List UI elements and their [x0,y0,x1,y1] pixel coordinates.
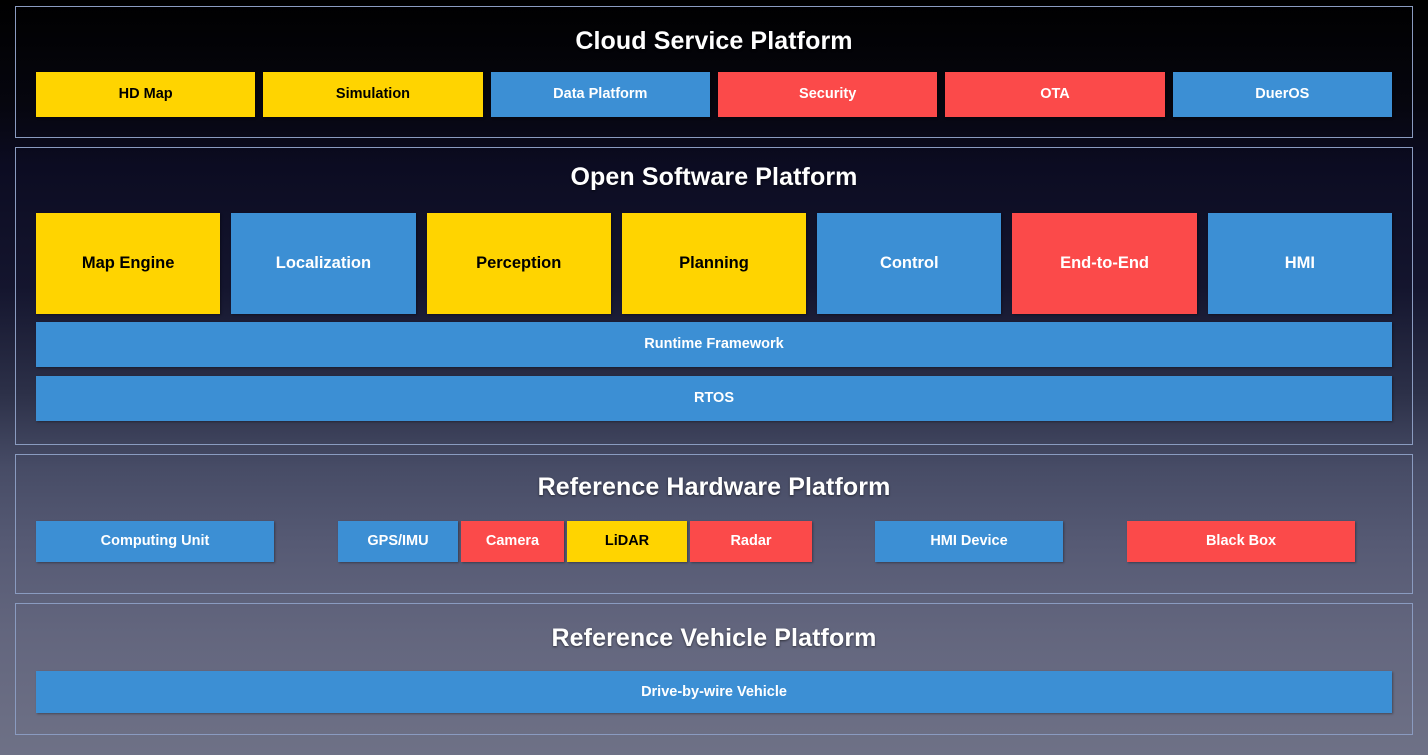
module-runtime-framework[interactable]: Runtime Framework [36,322,1392,367]
module-computing-unit[interactable]: Computing Unit [36,521,274,562]
software-foundation-bars: Runtime Framework RTOS [36,322,1392,421]
module-rtos[interactable]: RTOS [36,376,1392,421]
module-localization[interactable]: Localization [231,213,416,314]
module-ota[interactable]: OTA [945,72,1165,117]
module-drive-by-wire-vehicle[interactable]: Drive-by-wire Vehicle [36,671,1392,713]
open-software-platform-title: Open Software Platform [570,163,858,191]
reference-vehicle-platform-title: Reference Vehicle Platform [551,624,877,652]
module-end-to-end[interactable]: End-to-End [1012,213,1197,314]
layer-reference-vehicle-platform: Reference Vehicle Platform Drive-by-wire… [15,603,1413,735]
module-map-engine[interactable]: Map Engine [36,213,221,314]
module-radar[interactable]: Radar [690,521,812,562]
vehicle-module-row: Drive-by-wire Vehicle [36,671,1392,713]
layer-reference-hardware-platform: Reference Hardware Platform Computing Un… [15,454,1413,594]
software-module-row: Map Engine Localization Perception Plann… [36,213,1392,314]
layer-cloud-service-platform: Cloud Service Platform HD Map Simulation… [15,6,1413,138]
module-camera[interactable]: Camera [461,521,564,562]
module-perception[interactable]: Perception [426,213,611,314]
module-lidar[interactable]: LiDAR [567,521,687,562]
layer-open-software-platform: Open Software Platform Map Engine Locali… [15,147,1413,445]
module-gps-imu[interactable]: GPS/IMU [338,521,458,562]
module-security[interactable]: Security [717,72,938,117]
module-hmi-device[interactable]: HMI Device [875,521,1063,562]
module-black-box[interactable]: Black Box [1127,521,1355,562]
module-data-platform[interactable]: Data Platform [490,72,710,117]
module-dueros[interactable]: DuerOS [1172,72,1392,117]
cloud-service-platform-title: Cloud Service Platform [575,27,853,55]
module-control[interactable]: Control [817,213,1002,314]
reference-hardware-platform-title: Reference Hardware Platform [537,473,891,501]
module-planning[interactable]: Planning [621,213,807,314]
module-simulation[interactable]: Simulation [263,72,483,117]
hardware-module-row: Computing Unit GPS/IMU Camera LiDAR Rada… [36,521,1392,562]
module-hd-map[interactable]: HD Map [36,72,256,117]
sensor-group: GPS/IMU Camera LiDAR Radar [338,521,812,562]
module-hmi[interactable]: HMI [1207,213,1392,314]
cloud-module-row: HD Map Simulation Data Platform Security… [36,72,1392,117]
